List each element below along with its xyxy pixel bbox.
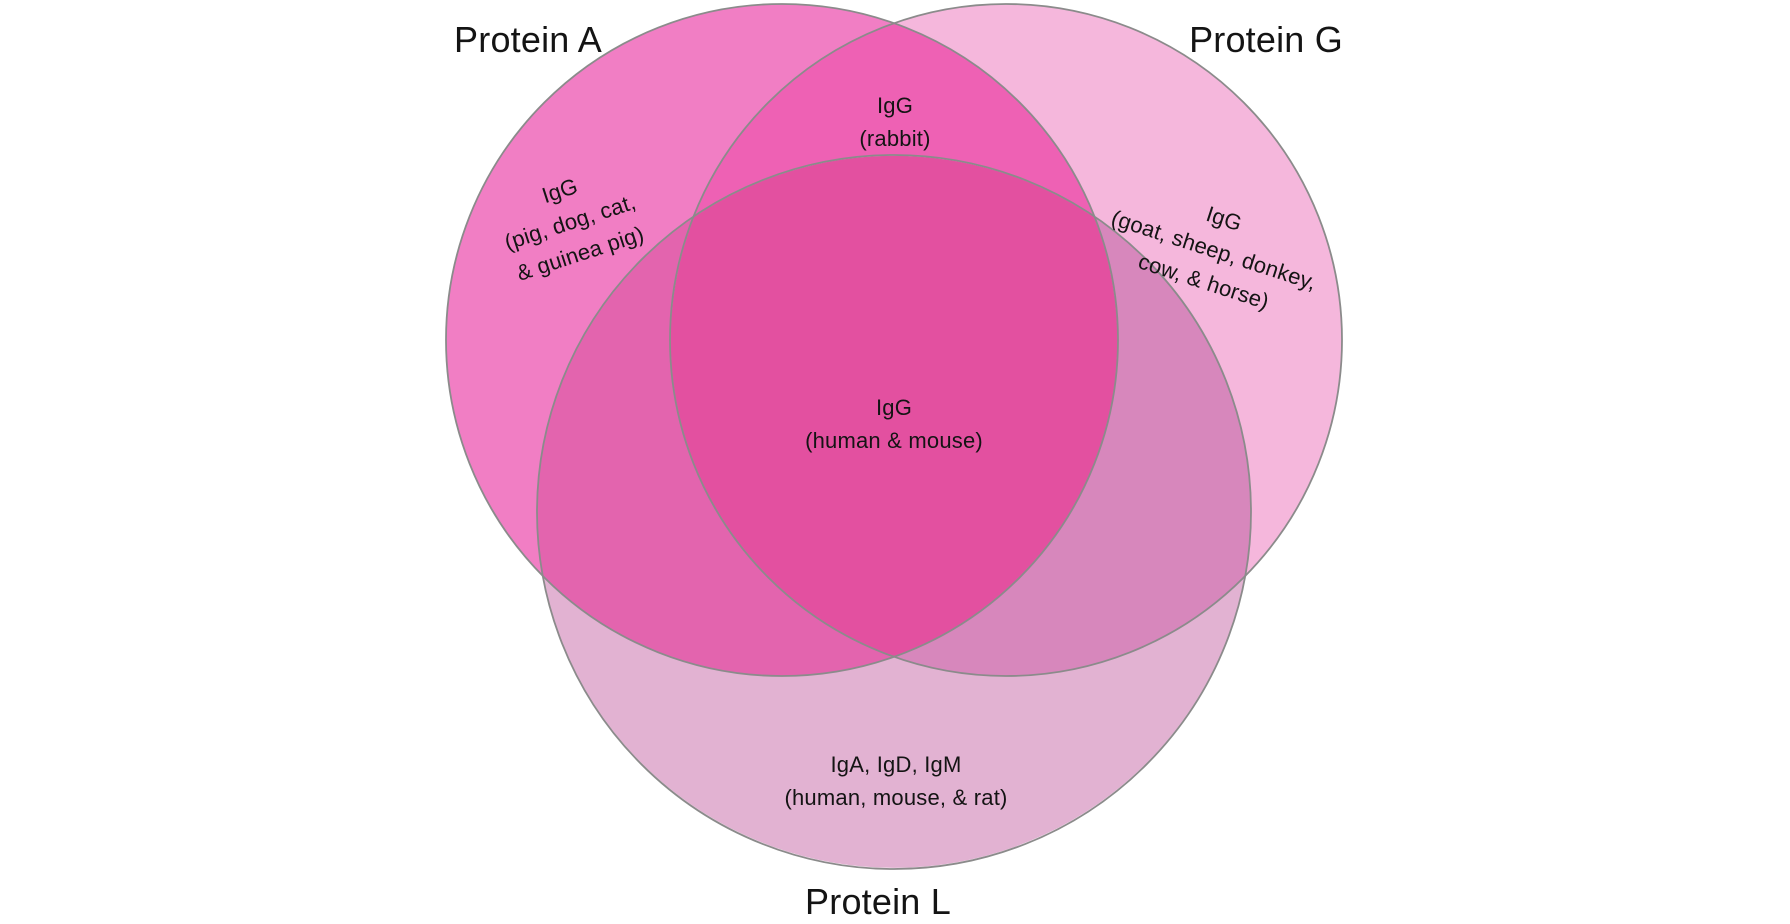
label-region-protein-l-only: IgA, IgD, IgM (human, mouse, & rat)	[784, 748, 1007, 814]
label-ag-line1: IgG	[876, 93, 914, 118]
circle-protein-l-outline	[536, 154, 1252, 870]
label-region-a-intersect-g: IgG (rabbit)	[859, 89, 930, 155]
label-region-center-a-g-l: IgG (human & mouse)	[805, 391, 983, 457]
label-ag-line2: (rabbit)	[859, 126, 931, 151]
venn-region-protein-l-only	[543, 576, 1245, 868]
venn-region-center-a-g-l	[670, 155, 1118, 657]
circle-protein-a-outline	[445, 3, 1119, 677]
label-center-line2: (human & mouse)	[805, 428, 983, 453]
label-l-line2: (human, mouse, & rat)	[784, 785, 1008, 810]
venn-region-protein-a-only	[445, 3, 894, 576]
label-l-line1: IgA, IgD, IgM	[830, 752, 962, 777]
title-protein-l: Protein L	[805, 881, 951, 923]
venn-region-a-intersect-l	[537, 217, 894, 677]
title-protein-g: Protein G	[1189, 19, 1343, 61]
label-center-line1: IgG	[875, 395, 913, 420]
circle-protein-g-outline	[669, 3, 1343, 677]
venn-region-g-intersect-l	[894, 217, 1251, 677]
venn-region-protein-g-only	[894, 3, 1343, 576]
title-protein-a: Protein A	[454, 19, 602, 61]
